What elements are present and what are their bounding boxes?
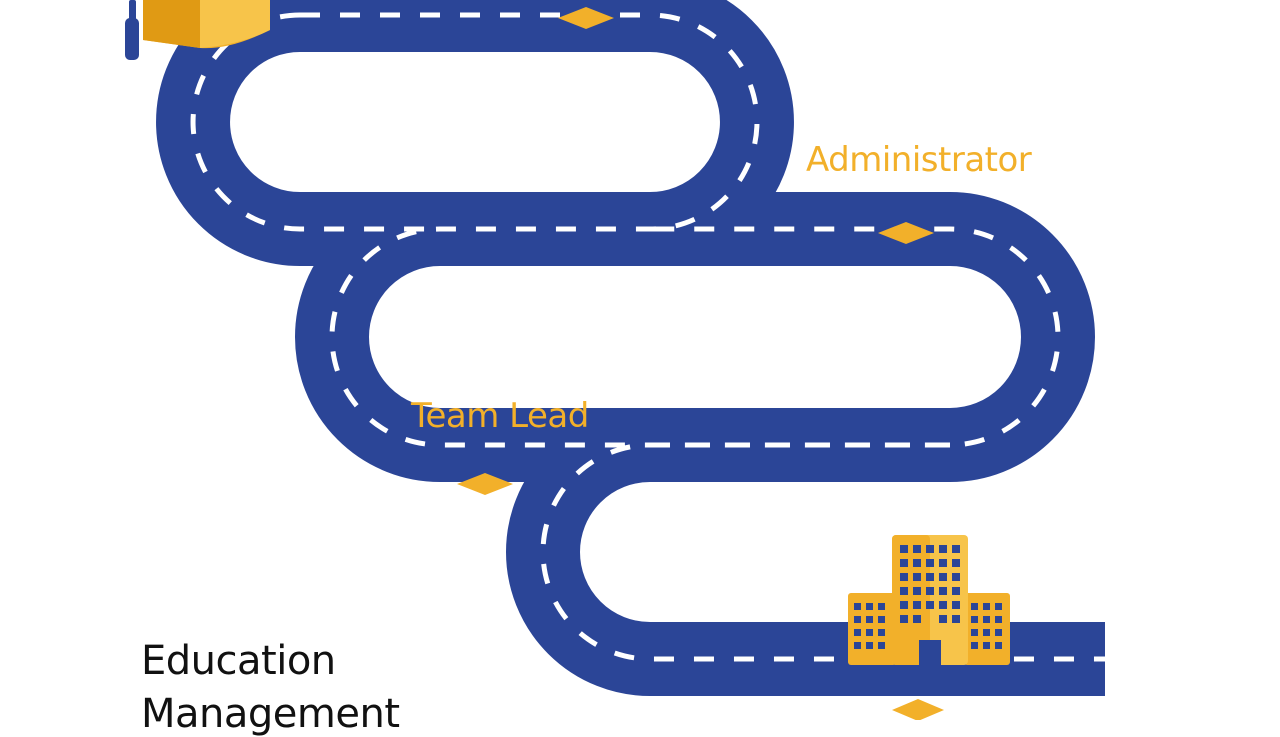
stage-label-team-lead: Team Lead [411,396,589,436]
office-building-icon [842,535,1018,672]
diamond-marker-icon [878,222,934,244]
road-surface [156,0,1105,696]
diagram-title-line-1: Education [141,638,336,684]
career-road-diagram [125,0,1105,720]
diamond-marker-icon [558,7,614,29]
winding-road [156,0,1105,696]
stage-label-administrator: Administrator [806,140,1032,180]
graduation-cap-icon [125,0,270,60]
diamond-marker-icon [457,473,513,495]
milestone-markers [457,7,944,720]
diamond-marker-icon [892,699,944,720]
diagram-title-line-2: Management [141,691,400,737]
